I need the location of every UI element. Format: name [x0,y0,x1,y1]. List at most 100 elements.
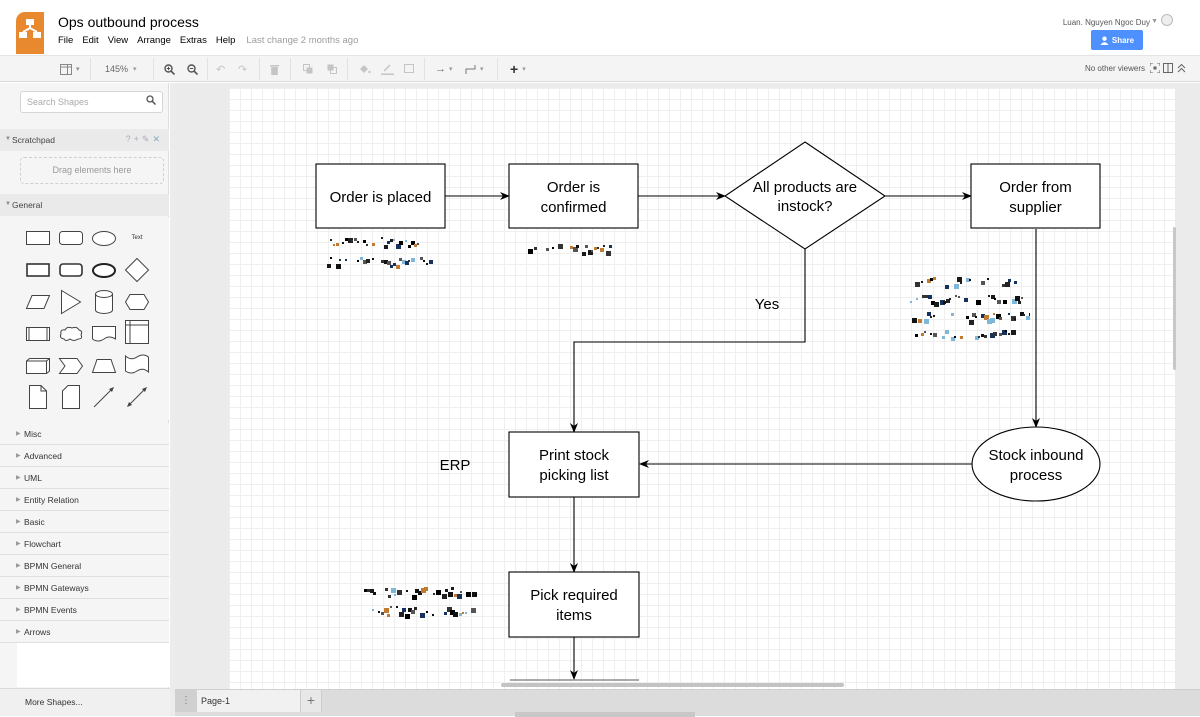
library-arrows[interactable]: ▶Arrows [0,621,169,643]
shape-bidirectional-arrow[interactable] [120,382,154,412]
shape-cylinder[interactable] [87,287,121,317]
sidebar-splitter[interactable] [170,83,175,716]
shape-bold-ellipse[interactable] [87,255,121,285]
library-advanced[interactable]: ▶Advanced [0,445,169,467]
library-misc[interactable]: ▶Misc [0,423,169,445]
page-menu-icon[interactable]: ⋮ [175,690,197,712]
more-shapes-button[interactable]: More Shapes... [0,688,170,716]
zoom-in-icon[interactable] [164,62,175,76]
redacted-note[interactable] [358,583,486,621]
library-bpmn-general[interactable]: ▶BPMN General [0,555,169,577]
add-icon[interactable]: + [133,134,142,144]
zoom-out-icon[interactable] [187,62,198,76]
fill-color-icon[interactable] [359,62,371,76]
last-change-status[interactable]: Last change 2 months ago [246,35,359,46]
zoom-level-select[interactable]: 145% ▾ [105,64,137,74]
shape-cloud[interactable] [54,319,88,349]
line-color-icon[interactable] [381,62,394,76]
shape-cube[interactable] [21,351,55,381]
waypoints-icon[interactable]: ▾ [465,62,484,76]
redaction-pixel [951,337,956,342]
page-tabs-scrollbar[interactable] [515,712,695,717]
language-globe-icon[interactable] [1161,14,1173,26]
search-shapes-input[interactable]: Search Shapes [20,91,163,113]
vertical-scroll-thumb[interactable] [1173,227,1176,370]
vertical-scrollbar[interactable] [1176,83,1200,689]
shape-trapezoid[interactable] [87,351,121,381]
fullscreen-icon[interactable] [1149,62,1161,76]
library-basic[interactable]: ▶Basic [0,511,169,533]
shadow-icon[interactable] [404,62,415,76]
shape-ellipse[interactable] [87,223,121,253]
user-account[interactable]: Luan. Nguyen Ngoc Duy [1062,18,1150,27]
library-uml[interactable]: ▶UML [0,467,169,489]
node-order-confirmed[interactable]: Order is confirmed [508,163,639,229]
shape-internal-storage[interactable] [120,317,154,347]
shape-document[interactable] [87,319,121,349]
to-back-icon[interactable] [327,62,338,76]
page-tab-active[interactable]: Page-1 [197,690,300,712]
collapse-header-icon[interactable] [1177,63,1186,76]
menu-extras[interactable]: Extras [179,35,207,46]
library-entity-relation[interactable]: ▶Entity Relation [0,489,169,511]
scratchpad-header[interactable]: ▼ Scratchpad ?+✎✕ [0,129,169,151]
redaction-pixel [408,259,411,262]
shape-hexagon[interactable] [120,287,154,317]
menu-arrange[interactable]: Arrange [137,35,171,46]
search-icon[interactable] [146,95,157,108]
format-panel-icon[interactable]: ▾ [60,62,80,76]
close-icon[interactable]: ✕ [152,134,163,144]
redacted-note[interactable] [902,273,1030,343]
shape-step[interactable] [54,351,88,381]
redaction-pixel [966,278,971,283]
library-bpmn-events[interactable]: ▶BPMN Events [0,599,169,621]
menu-file[interactable]: File [58,35,74,46]
menu-view[interactable]: View [107,35,129,46]
horizontal-scroll-thumb[interactable] [501,683,844,687]
to-front-icon[interactable] [303,62,314,76]
shape-bold-rounded-rectangle[interactable] [54,255,88,285]
connection-style-icon[interactable]: →▾ [435,63,453,75]
edge-label-yes[interactable]: Yes [755,296,779,313]
document-title[interactable]: Ops outbound process [58,14,199,30]
node-print-picking-list[interactable]: Print stock picking list [508,431,640,498]
shape-triangle[interactable] [54,287,88,317]
shape-rounded-rectangle[interactable] [54,223,88,253]
node-order-placed[interactable]: Order is placed [315,163,446,229]
delete-icon[interactable] [270,62,279,76]
redo-icon[interactable]: ↷ [238,63,248,76]
shape-diamond[interactable] [120,255,154,285]
node-decision-all-instock[interactable]: All products are instock? [724,141,886,250]
shape-text[interactable]: Text [131,235,143,241]
add-page-button[interactable]: + [300,690,322,712]
node-pick-required-items[interactable]: Pick required items [508,571,640,638]
user-menu-caret-icon[interactable]: ▼ [1151,18,1158,25]
library-bpmn-gateways[interactable]: ▶BPMN Gateways [0,577,169,599]
node-stock-inbound[interactable]: Stock inbound process [971,426,1101,502]
redacted-note[interactable] [323,233,435,273]
node-order-from-supplier[interactable]: Order from supplier [970,163,1101,229]
shape-process[interactable] [21,319,55,349]
scratchpad-tools[interactable]: ?+✎✕ [126,134,163,145]
general-header[interactable]: ▼ General [0,194,169,216]
edge-decision-yes-to-print[interactable] [570,249,806,433]
insert-icon[interactable]: +▾ [510,61,526,77]
library-flowchart[interactable]: ▶Flowchart [0,533,169,555]
help-icon[interactable]: ? [125,134,134,144]
scratchpad-drop-area[interactable]: Drag elements here [20,157,164,184]
shape-line-arrow[interactable] [87,382,121,412]
toggle-panel-icon[interactable] [1163,63,1173,76]
label-erp[interactable]: ERP [440,457,471,474]
edit-icon[interactable]: ✎ [141,134,153,144]
shape-card[interactable] [54,382,88,412]
share-button[interactable]: Share [1091,30,1143,50]
shape-note[interactable] [21,382,55,412]
shape-bold-rectangle[interactable] [21,255,55,285]
shape-tape[interactable] [120,349,154,379]
menu-edit[interactable]: Edit [82,35,99,46]
shape-rectangle[interactable] [21,223,55,253]
redacted-note[interactable] [512,240,636,260]
shape-parallelogram[interactable] [21,287,55,317]
undo-icon[interactable]: ↶ [216,63,226,76]
menu-help[interactable]: Help [215,35,236,46]
